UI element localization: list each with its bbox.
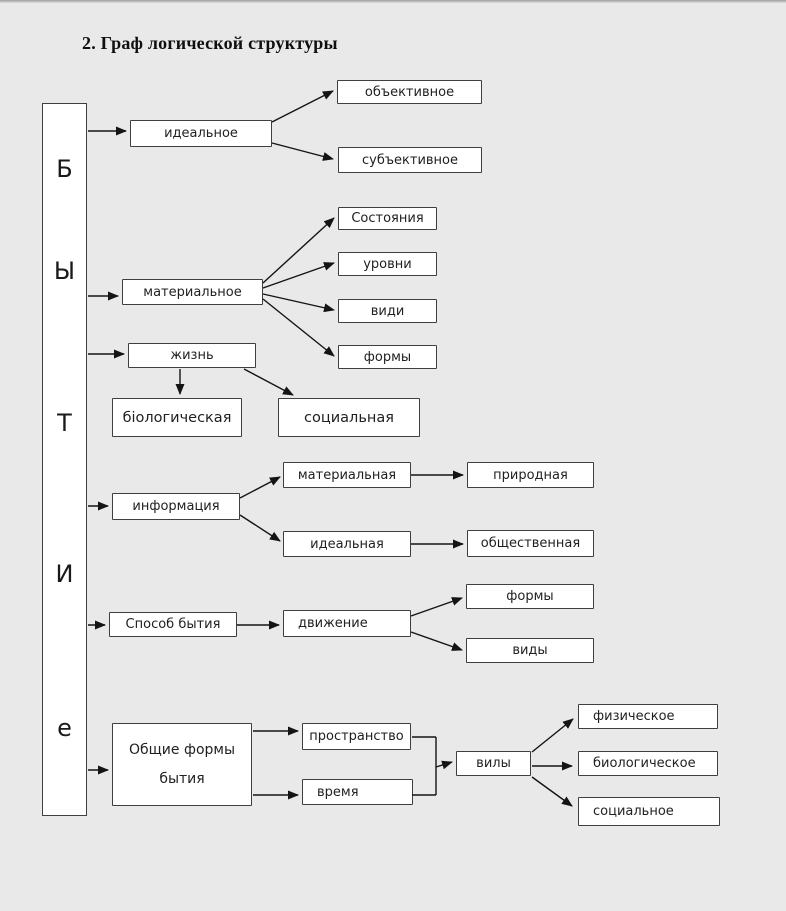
arrow-idealnoe-subektivnoe bbox=[271, 142, 334, 161]
node-formy-materii: формы bbox=[338, 345, 437, 369]
node-vily: вилы bbox=[456, 751, 531, 776]
node-zhizn: жизнь bbox=[128, 343, 256, 368]
node-vidi: види bbox=[338, 299, 437, 323]
arrow-join-vily bbox=[435, 760, 453, 770]
node-prostranstvo: пространство bbox=[302, 723, 411, 750]
spine-letter: Т bbox=[57, 409, 72, 437]
node-dvizhenie: движение bbox=[283, 610, 411, 637]
spine-letter: Б bbox=[56, 155, 73, 183]
arrow-informatsiya-idealnaya bbox=[239, 514, 281, 542]
node-sotsialnoe: социальное bbox=[578, 797, 720, 826]
window-top-edge bbox=[0, 0, 786, 3]
arrow-vily-sotsialnoe bbox=[531, 776, 573, 807]
node-informatsiya: информация bbox=[112, 493, 240, 520]
node-prirodnaya: природная bbox=[467, 462, 594, 488]
arrow-materialnoe-sostoyaniya bbox=[262, 217, 335, 284]
node-obshchie-formy-line2: бытия bbox=[159, 771, 205, 787]
node-idealnoe: идеальное bbox=[130, 120, 272, 147]
spine-box-bytie: Б Ы Т И е bbox=[42, 103, 87, 816]
node-subektivnoe: субъективное bbox=[338, 147, 482, 173]
node-vidy-dvizheniya: виды bbox=[466, 638, 594, 663]
node-biologicheskoe: биологическое bbox=[578, 751, 718, 776]
node-fizicheskoe: физическое bbox=[578, 704, 718, 729]
node-obshchie-formy-line1: Общие формы bbox=[128, 742, 236, 758]
arrow-dvizhenie-vidy bbox=[410, 631, 463, 651]
node-sotsialnaya: социальная bbox=[278, 398, 420, 437]
arrow-materialnoe-vidi bbox=[262, 293, 335, 313]
node-obshchestvennaya: общественная bbox=[467, 530, 594, 557]
node-formy-dvizheniya: формы bbox=[466, 584, 594, 609]
arrow-materialnoe-urovni bbox=[262, 262, 335, 289]
arrow-zhizn-sotsialnaya bbox=[243, 368, 294, 396]
node-sposob-bytiya: Способ бытия bbox=[109, 612, 237, 637]
node-idealnaya: идеальная bbox=[283, 531, 411, 557]
arrow-informatsiya-materialnaya bbox=[239, 476, 281, 499]
spine-letter: Ы bbox=[53, 257, 76, 285]
diagram-title: 2. Граф логической структуры bbox=[82, 33, 338, 53]
arrow-dvizhenie-formy bbox=[410, 597, 463, 617]
spine-letter: е bbox=[57, 714, 72, 742]
node-urovni: уровни bbox=[338, 252, 437, 276]
node-materialnoe: материальное bbox=[122, 279, 263, 305]
arrow-idealnoe-obektivnoe bbox=[271, 90, 334, 123]
spine-letter: И bbox=[55, 560, 74, 588]
arrow-vily-fizicheskoe bbox=[531, 718, 574, 753]
node-obektivnoe: объективное bbox=[337, 80, 482, 104]
node-biologicheskaya: біологическая bbox=[112, 398, 242, 437]
node-obshchie-formy-bytiya: Общие формы бытия bbox=[112, 723, 252, 806]
node-materialnaya: материальная bbox=[283, 462, 411, 488]
node-sostoyaniya: Состояния bbox=[338, 207, 437, 230]
arrow-materialnoe-formy bbox=[262, 298, 335, 357]
node-vremya: время bbox=[302, 779, 413, 805]
